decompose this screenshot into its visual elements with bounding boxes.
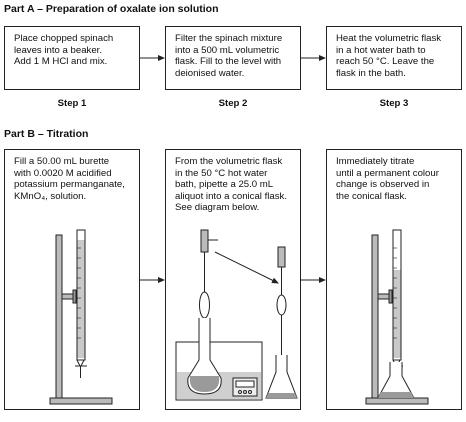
text-line: Immediately titrate	[336, 156, 415, 167]
text-line: with 0.0020 M acidified	[14, 167, 112, 179]
text-line: bath, pipette a 25.0 mL	[175, 179, 274, 191]
text-line: Filter the spinach mixture	[175, 33, 283, 44]
text-line: flask in the bath.	[336, 67, 406, 79]
burette-on-stand-icon	[49, 229, 113, 405]
part-a-step-1-text: Place chopped spinach leaves into a beak…	[14, 33, 113, 68]
text-line: Place chopped spinach	[14, 33, 114, 44]
pipette-icon	[276, 246, 287, 368]
step-1-label: Step 1	[57, 98, 87, 109]
text-line: potassium permanganate,	[14, 179, 125, 191]
volumetric-flask-icon	[187, 318, 222, 395]
text-line: deionised water.	[175, 67, 245, 79]
step-2-label: Step 2	[218, 98, 248, 109]
text-line: KMnO₄, solution.	[14, 190, 87, 202]
part-a-step-2-text: Filter the spinach mixture into a 500 mL…	[175, 33, 282, 79]
conical-flask-icon	[377, 362, 415, 399]
text-line: the conical flask.	[336, 190, 407, 202]
part-a-step-3-text: Heat the volumetric flask in a hot water…	[336, 33, 441, 79]
part-a-step-1-box: Place chopped spinach leaves into a beak…	[4, 26, 140, 90]
text-line: reach 50 °C. Leave the	[336, 56, 435, 68]
text-line: leaves into a beaker.	[14, 44, 103, 56]
text-line: change is observed in	[336, 179, 430, 191]
water-bath-icon	[175, 341, 263, 401]
text-line: until a permanent colour	[336, 167, 439, 179]
burette-on-stand-icon	[365, 229, 429, 405]
part-b-title: Part B – Titration	[4, 128, 89, 140]
conical-flask-icon	[265, 355, 298, 399]
part-b-step-2-text: From the volumetric flask in the 50 °C h…	[175, 156, 287, 214]
step-3-label: Step 3	[379, 98, 409, 109]
text-line: Add 1 M HCl and mix.	[14, 56, 108, 68]
text-line: Fill a 50.00 mL burette	[14, 156, 110, 167]
part-a-step-3-box: Heat the volumetric flask in a hot water…	[326, 26, 462, 90]
part-b-step-1-text: Fill a 50.00 mL burette with 0.0020 M ac…	[14, 156, 125, 202]
part-b-step-3-text: Immediately titrate until a permanent co…	[336, 156, 439, 202]
part-b-step-1-box: Fill a 50.00 mL burette with 0.0020 M ac…	[4, 149, 140, 410]
text-line: Heat the volumetric flask	[336, 33, 442, 44]
text-line: From the volumetric flask	[175, 156, 283, 167]
text-line: in the 50 °C hot water	[175, 167, 268, 179]
text-line: into a 500 mL volumetric	[175, 44, 280, 56]
callout-arrow	[214, 251, 279, 284]
text-line: aliquot into a conical flask.	[175, 190, 287, 202]
text-line: in a hot water bath to	[336, 44, 426, 56]
part-a-title: Part A – Preparation of oxalate ion solu…	[4, 3, 219, 15]
part-a-step-2-box: Filter the spinach mixture into a 500 mL…	[165, 26, 301, 90]
text-line: flask. Fill to the level with	[175, 56, 282, 68]
text-line: See diagram below.	[175, 202, 260, 214]
